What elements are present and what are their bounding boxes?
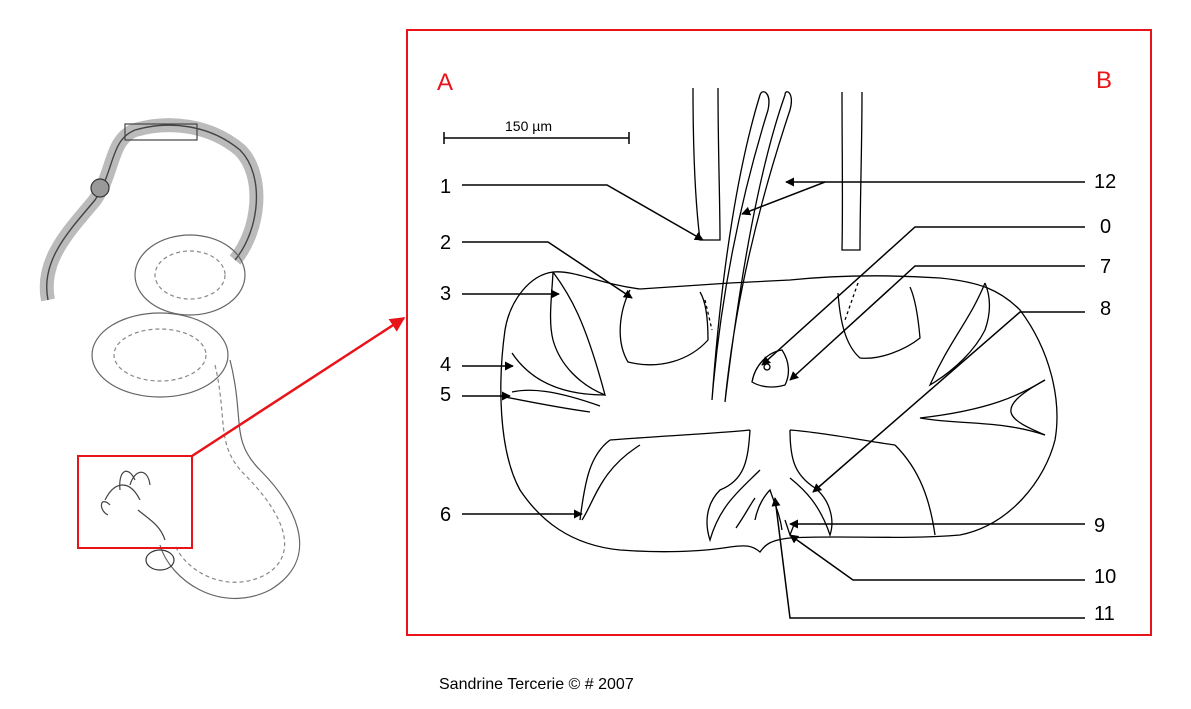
callout-4: 4 [440, 354, 451, 376]
inset-box [77, 455, 193, 549]
callout-5: 5 [440, 384, 451, 406]
callout-0: 0 [1100, 216, 1111, 238]
scale-bar [443, 132, 630, 144]
callout-7: 7 [1100, 256, 1111, 278]
callout-12: 12 [1094, 171, 1116, 193]
image-credit: Sandrine Tercerie © # 2007 [439, 676, 634, 693]
detail-panel-frame [406, 29, 1152, 636]
callout-9: 9 [1094, 515, 1105, 537]
scale-bar-label: 150 µm [505, 118, 552, 134]
copulatory-bursa-drawing [499, 87, 1058, 553]
panel-label-a: A [437, 69, 453, 96]
panel-label-b: B [1096, 67, 1112, 94]
leader-lines [462, 177, 1085, 619]
callout-3: 3 [440, 283, 451, 305]
callout-6: 6 [440, 504, 451, 526]
zoom-arrow [191, 316, 406, 458]
worm-overview-drawing [39, 118, 301, 600]
callout-11: 11 [1094, 603, 1115, 625]
callout-2: 2 [440, 232, 451, 254]
callout-1: 1 [440, 176, 451, 198]
callout-8: 8 [1100, 298, 1111, 320]
callout-10: 10 [1094, 566, 1116, 588]
